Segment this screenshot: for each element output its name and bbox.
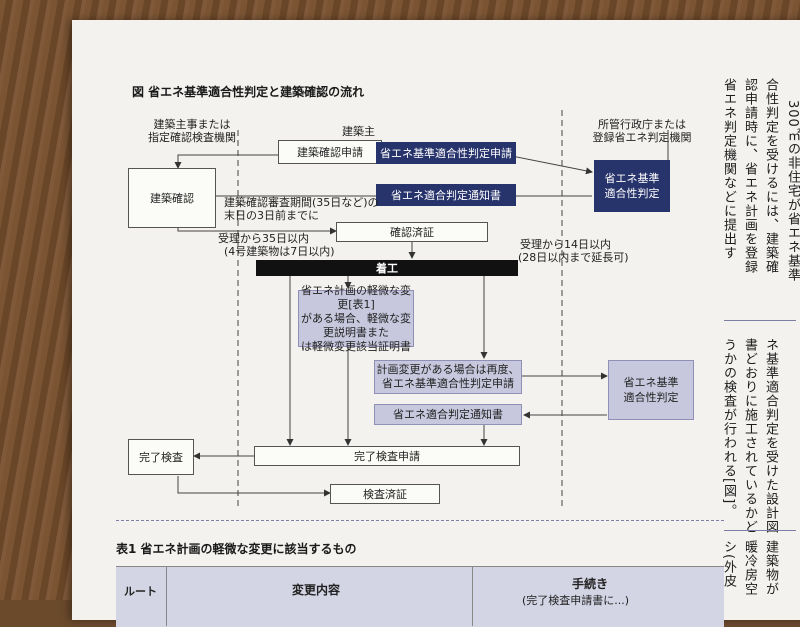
- note-shinsa-1: 建築確認審査期間(35日など)の: [224, 196, 379, 209]
- note-35-1: 受理から35日以内: [218, 232, 309, 245]
- box-keikaku-henko: 計画変更がある場合は再度、 省エネ基準適合性判定申請: [374, 360, 522, 394]
- box-kakunin-zumisho: 確認済証: [336, 222, 488, 242]
- body-divider-2: [724, 530, 796, 531]
- box-chakko: 着工: [256, 260, 518, 276]
- note-14-2: (28日以内まで延長可): [518, 251, 629, 264]
- box-kanryo-kensa: 完了検査: [128, 439, 194, 475]
- table-col-henko: 変更内容: [292, 583, 341, 597]
- box-tekigo-shinsei: 省エネ基準適合性判定申請: [376, 142, 516, 164]
- col-header-right-1: 所管行政庁または: [598, 118, 686, 131]
- vtext-col-3: 認申請時に、省エネ計画を登録: [742, 78, 757, 274]
- box-tekigo-tsuchi: 省エネ適合判定通知書: [376, 184, 516, 206]
- table-col-route: ルート: [124, 585, 157, 598]
- box-tekigo-hantei-2: 省エネ基準適合性判定: [608, 360, 694, 420]
- section-divider: [116, 520, 724, 521]
- vtext-col-8: 建築物が: [763, 540, 778, 596]
- box-keibi-henko: 省エネ計画の軽微な変更[表1] がある場合、軽微な変更説明書また は軽微変更該当…: [298, 284, 414, 353]
- box-kenchiku-kakunin: 建築確認: [128, 168, 216, 228]
- col-header-left-1: 建築主事または: [153, 118, 231, 131]
- table-col-tetsuzuki-sub: (完了検査申請書に...): [522, 594, 630, 607]
- vtext-col-10: シ(外皮: [721, 540, 736, 589]
- col-header-left-2: 指定確認検査機関: [148, 131, 236, 144]
- note-shinsa-2: 末日の3日前までに: [224, 209, 319, 222]
- henko-line-2: 省エネ基準適合性判定申請: [382, 377, 514, 390]
- note-35-2: (4号建築物は7日以内): [224, 245, 335, 258]
- vtext-col-6: 書どおりに施工されているかど: [742, 338, 757, 534]
- col-header-right-2: 登録省エネ判定機関: [592, 131, 692, 144]
- figure-title: 図 省エネ基準適合性判定と建築確認の流れ: [132, 85, 365, 99]
- body-divider: [724, 320, 796, 321]
- table-col-tetsuzuki: 手続き: [572, 577, 609, 591]
- vtext-col-2: 合性判定を受けるには、建築確: [763, 78, 778, 274]
- box-tekigo-tsuchi-2: 省エネ適合判定通知書: [374, 404, 522, 425]
- col-header-center: 建築主: [342, 125, 375, 138]
- vtext-col-9: 暖冷房空: [742, 540, 757, 596]
- vtext-col-7: うかの検査が行われる[図]。: [721, 338, 736, 519]
- box-tekigo-hantei: 省エネ基準適合性判定: [594, 160, 670, 212]
- keibi-line-2: がある場合、軽微な変更説明書また: [301, 311, 411, 339]
- vtext-col-4: 省エネ判定機関などに提出す: [721, 78, 736, 260]
- box-kensa-zumisho: 検査済証: [330, 484, 440, 504]
- vtext-col-1: 300㎡の非住宅が省エネ基準: [785, 100, 800, 282]
- table-title: 表1 省エネ計画の軽微な変更に該当するもの: [116, 542, 357, 556]
- keibi-line-3: は軽微変更該当証明書: [301, 339, 411, 353]
- flow-arrows: [174, 110, 669, 510]
- note-14-1: 受理から14日以内: [520, 238, 611, 251]
- keibi-line-1: 省エネ計画の軽微な変更[表1]: [301, 283, 411, 311]
- vtext-col-5: ネ基準適合判定を受けた設計図: [763, 338, 778, 534]
- box-kanryo-shinsei: 完了検査申請: [254, 446, 520, 466]
- document-page: 図 省エネ基準適合性判定と建築確認の流れ 建築主事または 指定確認検査機関 建築…: [72, 20, 800, 627]
- henko-line-1: 計画変更がある場合は再度、: [376, 363, 520, 376]
- table-header-row: [116, 566, 724, 627]
- box-kakunin-shinsei: 建築確認申請: [278, 140, 382, 164]
